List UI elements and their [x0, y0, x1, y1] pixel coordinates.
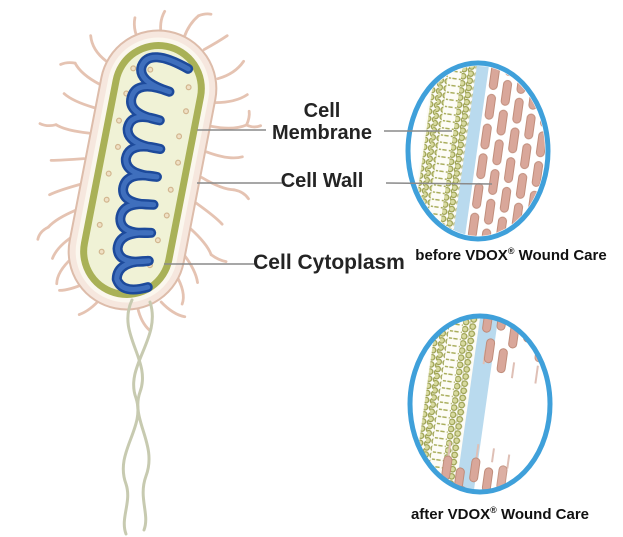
after-circle-outline: [407, 313, 553, 495]
caption-after-text: after VDOX: [410, 506, 491, 523]
lipid-bilayer-after: [410, 316, 483, 492]
registered-mark: ®: [490, 505, 497, 515]
leader-lines: [164, 129, 493, 265]
periplasm-strip: [449, 66, 492, 236]
label-cell-wall: Cell Wall: [280, 170, 364, 192]
label-cell-membrane: Cell Membrane: [271, 100, 373, 145]
registered-mark: ®: [507, 246, 515, 256]
caption-before-text: before VDOX: [415, 247, 508, 264]
bacterium-illustration: [36, 9, 263, 332]
caption-after-treatment: after VDOX® Wound Care: [398, 505, 602, 524]
before-circle-outline: [405, 60, 551, 242]
caption-before-treatment: before VDOX® Wound Care: [409, 246, 613, 265]
nucleoid-dna: [111, 52, 194, 295]
leader-cell-wall-right: [385, 182, 493, 185]
label-cell-cytoplasm: Cell Cytoplasm: [253, 251, 405, 274]
before-circle-illustration: [405, 60, 551, 242]
caption-before-suffix: Wound Care: [514, 247, 607, 264]
flagella: [121, 298, 154, 536]
after-circle-illustration: [407, 313, 553, 495]
caption-after-suffix: Wound Care: [496, 506, 590, 523]
